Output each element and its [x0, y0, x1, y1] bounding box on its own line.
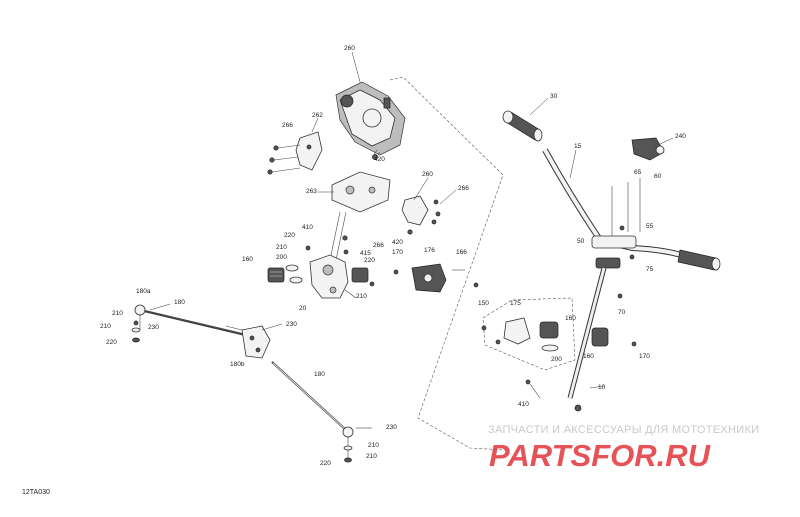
bushing-220-right[interactable]: [351, 267, 375, 287]
callout-180-a: 180: [174, 299, 185, 306]
callout-230-b: 230: [286, 321, 297, 328]
callout-175: 175: [510, 300, 521, 307]
callout-166: 166: [456, 249, 467, 256]
callout-160-c: 160: [583, 353, 594, 360]
callout-262: 262: [312, 112, 323, 119]
handlebar-clamp[interactable]: [591, 178, 641, 269]
callout-150: 150: [478, 300, 489, 307]
callout-210-b: 210: [356, 293, 367, 300]
callout-55: 55: [646, 223, 654, 230]
callout-75: 75: [646, 266, 654, 273]
callout-266-c: 266: [373, 242, 384, 249]
leader-lines: [149, 51, 674, 389]
callout-210-c: 210: [112, 310, 123, 317]
watermark-tagline: ЗАПЧАСТИ И АКСЕССУАРЫ ДЛЯ МОТОТЕХНИКИ: [488, 424, 760, 436]
bolt-410-lower[interactable]: [525, 379, 541, 399]
handlebar-grip-right[interactable]: [677, 249, 721, 271]
bushing-160-lower-left[interactable]: [539, 321, 559, 352]
callout-266-b: 266: [458, 185, 469, 192]
steering-column-10[interactable]: [567, 267, 623, 412]
callout-30: 30: [550, 93, 558, 100]
callout-220-b: 220: [364, 257, 375, 264]
bracket-260[interactable]: [401, 195, 441, 235]
tie-rod-180-left[interactable]: [131, 304, 251, 343]
callout-220-a: 220: [284, 232, 295, 239]
callout-160-b: 160: [565, 315, 576, 322]
bracket-176[interactable]: [393, 263, 479, 293]
watermark-logo: PARTSFOR.RU: [489, 440, 712, 470]
callout-50: 50: [577, 238, 585, 245]
callout-170-a: 170: [392, 249, 403, 256]
power-steering-motor[interactable]: [335, 81, 406, 160]
callout-180b: 180b: [230, 361, 245, 368]
callout-200-b: 200: [551, 356, 562, 363]
figure-code: 12TA030: [22, 489, 50, 496]
mount-plate-263[interactable]: [331, 171, 391, 213]
callout-230-c: 230: [386, 424, 397, 431]
callout-230-a: 230: [148, 324, 159, 331]
handguard-240[interactable]: [631, 137, 665, 161]
pitman-arm-20[interactable]: [309, 254, 357, 299]
callout-240: 240: [675, 133, 686, 140]
callout-labels: 260 262 266 420 263 260 266 410 220 210 …: [100, 45, 686, 467]
callout-410-b: 410: [518, 401, 529, 408]
callout-210-f: 210: [366, 453, 377, 460]
callout-420-a: 420: [374, 156, 385, 163]
callout-210-e: 210: [368, 442, 379, 449]
bushing-160-left[interactable]: [267, 267, 285, 283]
handlebar-grip-left[interactable]: [502, 110, 543, 142]
callout-176: 176: [424, 247, 435, 254]
callout-415: 415: [360, 250, 371, 257]
callout-260-mid: 260: [422, 171, 433, 178]
callout-170-b: 170: [639, 353, 650, 360]
callout-15: 15: [574, 143, 582, 150]
callout-160-a: 160: [242, 256, 253, 263]
bracket-175[interactable]: [481, 317, 531, 345]
callout-420-b: 420: [392, 239, 403, 246]
callout-180-b: 180: [314, 371, 325, 378]
callout-10: 10: [598, 384, 606, 391]
callout-70: 70: [618, 309, 626, 316]
callout-260-top: 260: [344, 45, 355, 52]
bushing-160-lower-right[interactable]: [591, 327, 637, 347]
callout-263: 263: [306, 188, 317, 195]
center-link-180b[interactable]: [241, 323, 283, 359]
callout-180a: 180a: [136, 288, 151, 295]
assembly-outline-left: [389, 76, 506, 451]
callout-266-a: 266: [282, 122, 293, 129]
watermark-brand: PARTSFOR.RU: [489, 440, 712, 470]
callout-60-a: 60: [654, 173, 662, 180]
assembly-outline-right: [482, 297, 576, 371]
bolts-266-left[interactable]: [267, 144, 301, 175]
callout-210-d: 210: [100, 323, 111, 330]
washers-200-210[interactable]: [285, 245, 311, 284]
callout-20: 20: [299, 305, 307, 312]
callout-410-a: 410: [302, 224, 313, 231]
callout-200-a: 200: [276, 254, 287, 261]
steering-shaft[interactable]: [329, 211, 349, 261]
callout-220-c: 220: [106, 339, 117, 346]
callout-210-a: 210: [276, 244, 287, 251]
callout-65: 65: [634, 169, 642, 176]
bracket-262[interactable]: [295, 131, 323, 171]
tie-rod-180-lower[interactable]: [271, 361, 372, 463]
callout-220-d: 220: [320, 460, 331, 467]
